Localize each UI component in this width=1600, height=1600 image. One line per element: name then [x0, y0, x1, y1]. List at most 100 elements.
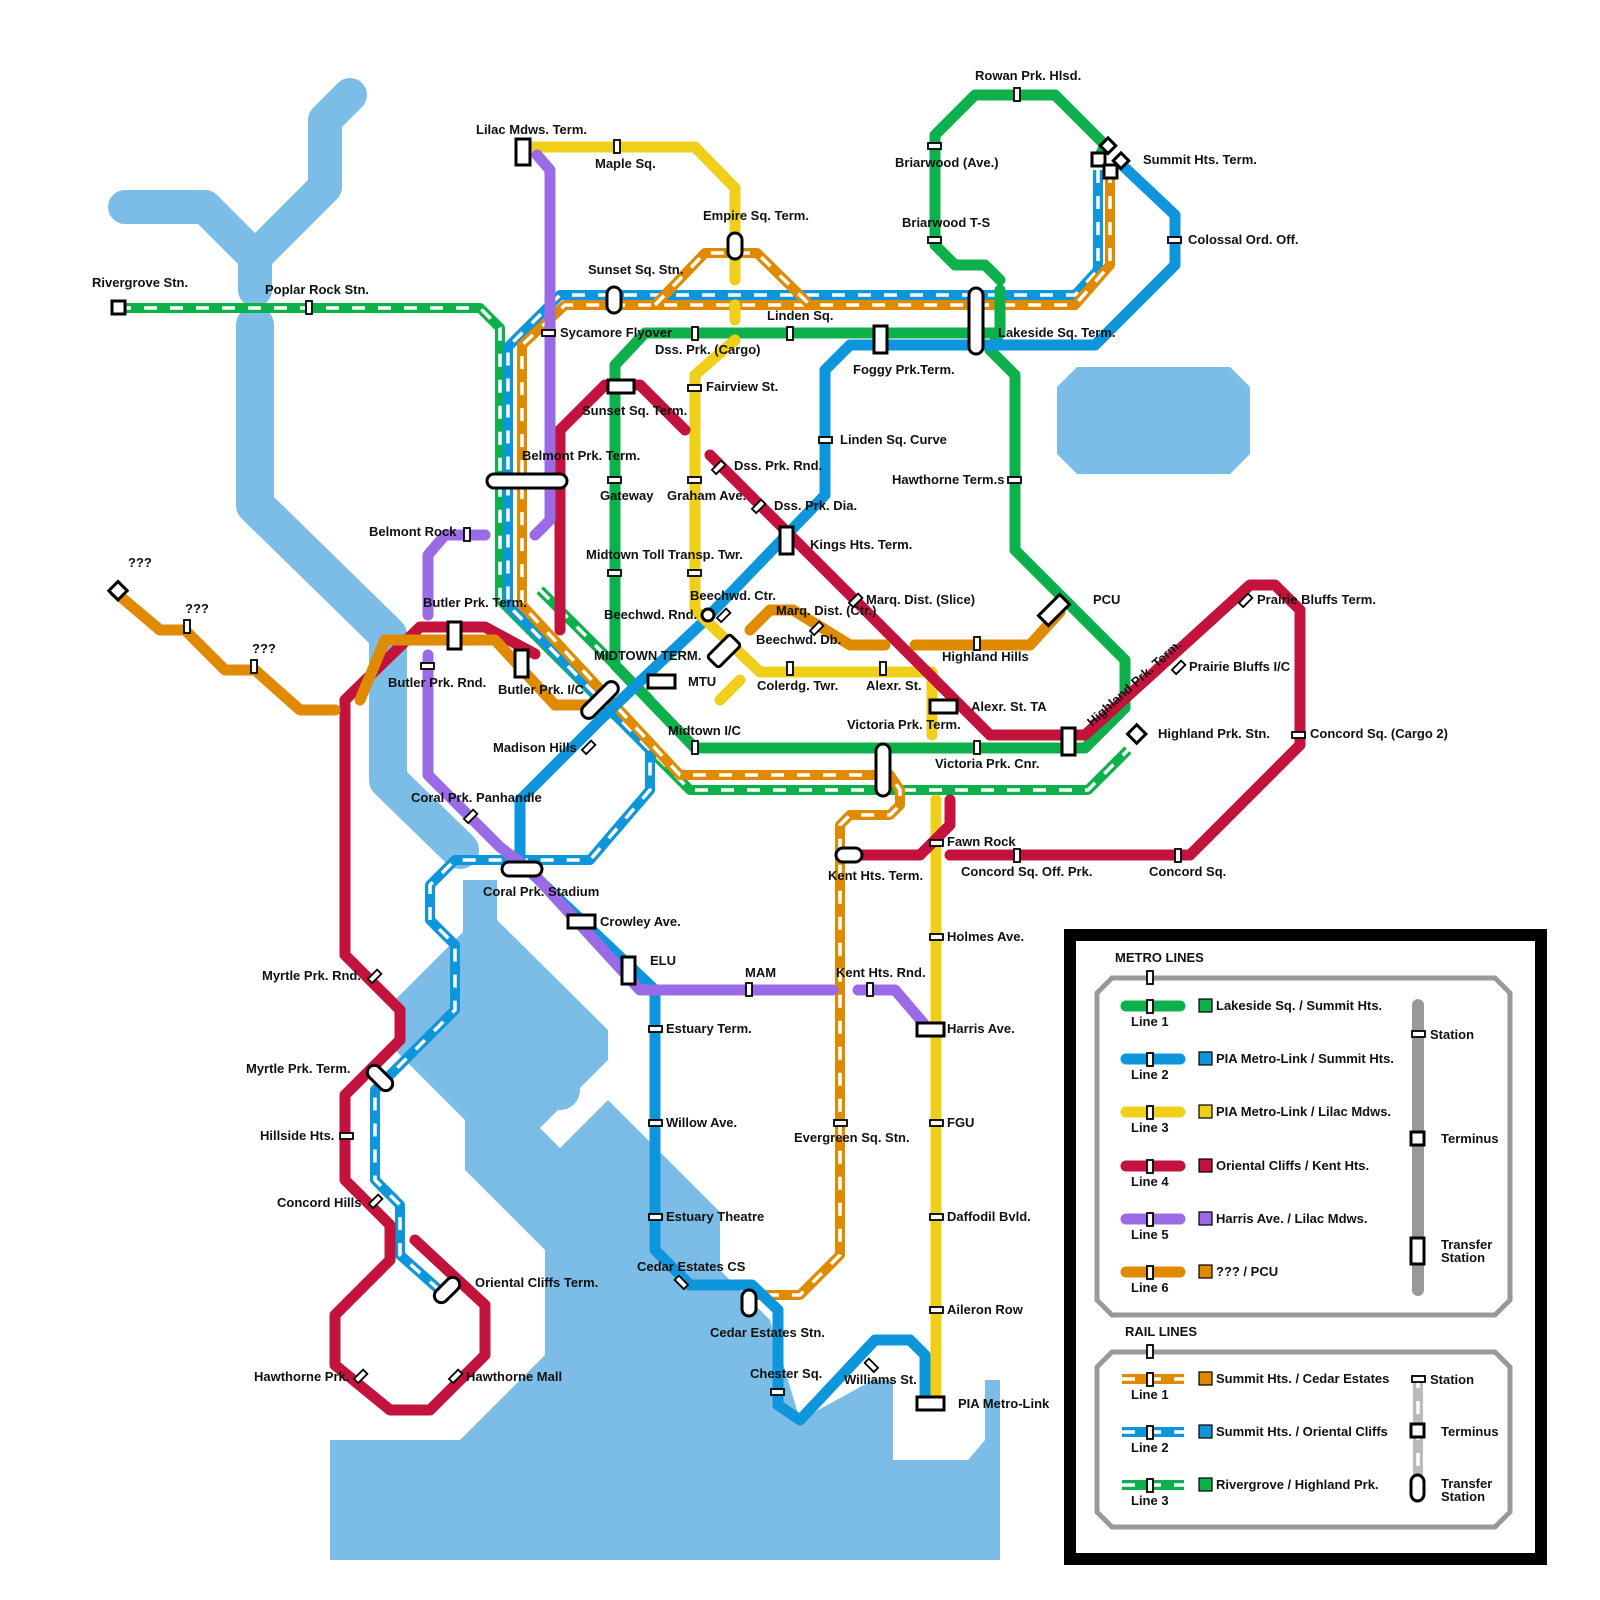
- station-marker-kent-hts-rnd[interactable]: [867, 983, 873, 996]
- station-marker-fgu[interactable]: [930, 1120, 943, 1126]
- station-marker-holmes[interactable]: [930, 934, 943, 940]
- station-marker-myrtle-rnd[interactable]: [368, 970, 381, 983]
- label-hillside: Hillside Hts.: [260, 1128, 334, 1143]
- legend-metro-line-4-name: Line 4: [1131, 1174, 1169, 1189]
- station-marker-transp-twr[interactable]: [688, 570, 701, 576]
- legend-rail-key-transfer-marker: [1411, 1475, 1424, 1501]
- station-marker-harris[interactable]: [917, 1023, 944, 1036]
- station-marker-mam[interactable]: [746, 983, 752, 996]
- station-marker-maple-sq[interactable]: [614, 140, 620, 153]
- station-marker-briarwood-ts[interactable]: [928, 237, 941, 243]
- station-marker-willow[interactable]: [649, 1120, 662, 1126]
- label-fairview: Fairview St.: [706, 379, 778, 394]
- station-marker-q2[interactable]: [184, 620, 190, 633]
- label-elu: ELU: [650, 953, 676, 968]
- legend-rail-line-1-name: Line 1: [1131, 1387, 1169, 1402]
- label-beechwd-db: Beechwd. Db.: [756, 632, 841, 647]
- station-marker-colossal[interactable]: [1168, 237, 1181, 243]
- station-marker-belmont-prk[interactable]: [487, 474, 567, 488]
- station-marker-coral-stadium[interactable]: [502, 862, 542, 876]
- label-kent-hts-rnd: Kent Hts. Rnd.: [836, 965, 926, 980]
- station-marker-highland-prk-stn[interactable]: [1128, 725, 1146, 743]
- station-marker-alexr-ta[interactable]: [930, 700, 957, 713]
- station-marker-colerdg[interactable]: [787, 662, 793, 675]
- station-marker-concord-off[interactable]: [1014, 849, 1020, 862]
- station-marker-summit-hts-2[interactable]: [1104, 165, 1117, 178]
- label-lilac-mdws: Lilac Mdws. Term.: [476, 122, 587, 137]
- station-marker-sycamore[interactable]: [542, 330, 555, 336]
- station-marker-lilac-mdws[interactable]: [516, 139, 530, 165]
- station-marker-linden-curve[interactable]: [819, 437, 832, 443]
- station-marker-hawthorne-prk[interactable]: [354, 1370, 367, 1383]
- station-marker-hawthorne-term[interactable]: [1008, 477, 1021, 483]
- label-dss-rnd: Dss. Prk. Rnd.: [734, 458, 822, 473]
- station-marker-highland-prk-term[interactable]: [1062, 728, 1075, 755]
- station-marker-victoria-cnr[interactable]: [974, 741, 980, 754]
- label-victoria-cnr: Victoria Prk. Cnr.: [935, 756, 1040, 771]
- station-marker-alexr-st[interactable]: [880, 662, 886, 675]
- station-marker-mtu[interactable]: [648, 675, 675, 688]
- station-marker-sunset-sq-stn[interactable]: [607, 287, 621, 313]
- label-mtu: MTU: [688, 674, 716, 689]
- label-cedar-stn: Cedar Estates Stn.: [710, 1325, 825, 1340]
- station-marker-briarwood-ave[interactable]: [928, 143, 941, 149]
- label-sycamore: Sycamore Flyover: [560, 325, 672, 340]
- station-marker-concord-sq[interactable]: [1175, 849, 1181, 862]
- station-marker-cedar-stn[interactable]: [742, 1290, 756, 1316]
- station-marker-kings-hts[interactable]: [780, 527, 793, 554]
- legend-metro-line-3-name: Line 3: [1131, 1120, 1169, 1135]
- station-marker-lakeside-sq[interactable]: [969, 288, 983, 354]
- station-marker-belmont-rock[interactable]: [464, 528, 470, 541]
- station-marker-williams[interactable]: [865, 1359, 878, 1372]
- station-marker-midtown-term[interactable]: [707, 634, 741, 668]
- label-transp-twr: Transp. Twr.: [668, 547, 743, 562]
- station-marker-oriental-cliffs[interactable]: [431, 1274, 462, 1305]
- station-marker-linden-sq[interactable]: [787, 327, 793, 340]
- station-marker-daffodil[interactable]: [930, 1214, 943, 1220]
- station-marker-dss-cargo[interactable]: [692, 327, 698, 340]
- label-linden-curve: Linden Sq. Curve: [840, 432, 947, 447]
- station-marker-q3[interactable]: [251, 660, 257, 673]
- label-pia: PIA Metro-Link: [958, 1396, 1050, 1411]
- label-sunset-sq-term: Sunset Sq. Term.: [582, 403, 687, 418]
- station-marker-butler-prk-term[interactable]: [448, 622, 461, 649]
- station-marker-pcu[interactable]: [1038, 594, 1069, 625]
- station-marker-gateway[interactable]: [608, 477, 621, 483]
- station-marker-evergreen[interactable]: [834, 1120, 847, 1126]
- station-marker-concord-cargo[interactable]: [1292, 732, 1305, 738]
- station-marker-graham[interactable]: [688, 477, 701, 483]
- station-marker-empire-sq[interactable]: [728, 233, 742, 259]
- label-midtown-term: MIDTOWN TERM.: [594, 648, 701, 663]
- station-marker-victoria-term[interactable]: [876, 744, 890, 796]
- station-marker-midtown-toll[interactable]: [608, 570, 621, 576]
- station-marker-kent-hts-term[interactable]: [836, 848, 862, 862]
- station-marker-butler-ic[interactable]: [515, 650, 528, 677]
- label-chester: Chester Sq.: [750, 1366, 822, 1381]
- station-marker-chester[interactable]: [771, 1389, 784, 1395]
- station-marker-fawn-rock[interactable]: [930, 840, 943, 846]
- station-marker-aileron[interactable]: [930, 1307, 943, 1313]
- station-marker-elu[interactable]: [622, 957, 635, 984]
- station-marker-prairie-ic[interactable]: [1172, 661, 1185, 674]
- station-marker-rowan-prk[interactable]: [1014, 88, 1020, 101]
- station-marker-estuary-theatre[interactable]: [649, 1214, 662, 1220]
- station-marker-butler-rnd[interactable]: [421, 663, 434, 669]
- station-marker-estuary-term[interactable]: [649, 1026, 662, 1032]
- label-poplar-rock: Poplar Rock Stn.: [265, 282, 369, 297]
- label-willow: Willow Ave.: [666, 1115, 737, 1130]
- label-harris: Harris Ave.: [947, 1021, 1015, 1036]
- station-marker-hillside[interactable]: [340, 1133, 353, 1139]
- station-marker-sunset-sq-term[interactable]: [608, 380, 634, 393]
- legend-metro-line-6-name: Line 6: [1131, 1280, 1169, 1295]
- station-marker-concord-hills[interactable]: [369, 1195, 382, 1208]
- label-prairie-bluffs: Prairie Bluffs Term.: [1257, 592, 1376, 607]
- station-marker-foggy-prk[interactable]: [874, 326, 887, 353]
- station-marker-beechwd-rnd[interactable]: [702, 609, 714, 621]
- station-marker-pia[interactable]: [917, 1397, 944, 1410]
- station-marker-poplar-rock[interactable]: [306, 301, 312, 314]
- legend-metro-title-marker: [1147, 971, 1153, 984]
- station-marker-rivergrove[interactable]: [112, 301, 125, 314]
- station-marker-crowley[interactable]: [568, 915, 595, 928]
- station-marker-midtown-ic[interactable]: [692, 741, 698, 754]
- station-marker-fairview[interactable]: [688, 385, 701, 391]
